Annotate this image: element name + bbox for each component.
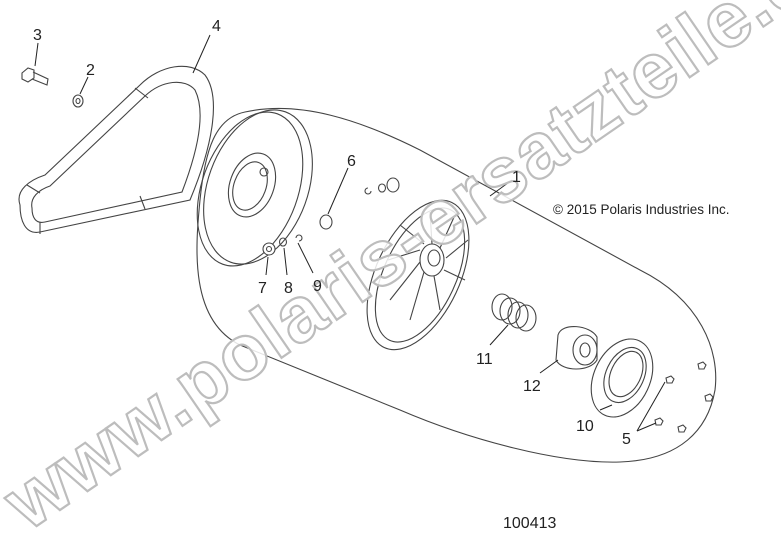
callout-11: 11 bbox=[476, 351, 493, 368]
callout-6: 6 bbox=[347, 153, 356, 170]
clip-part-9 bbox=[295, 234, 303, 242]
callout-4: 4 bbox=[212, 18, 221, 35]
callout-9: 9 bbox=[313, 278, 322, 295]
callout-12: 12 bbox=[523, 378, 541, 395]
bushing-part-7 bbox=[262, 242, 276, 256]
figure-number: 100413 bbox=[503, 515, 556, 532]
leader-lines bbox=[34, 34, 666, 432]
bolt-part-3 bbox=[21, 67, 49, 86]
callout-5: 5 bbox=[622, 431, 631, 448]
clutch-cover bbox=[196, 107, 717, 463]
washer-part-2 bbox=[72, 94, 84, 108]
callout-3: 3 bbox=[33, 27, 42, 44]
washer-part-6 bbox=[319, 214, 333, 230]
cover-plate-part-10 bbox=[590, 338, 654, 418]
callout-8: 8 bbox=[284, 280, 293, 297]
washer-part-8 bbox=[278, 237, 288, 247]
spring-part-11 bbox=[491, 293, 537, 332]
sheave-disc bbox=[196, 109, 313, 267]
copyright-notice: © 2015 Polaris Industries Inc. bbox=[553, 202, 730, 217]
screws-part-5 bbox=[654, 361, 714, 433]
callout-1: 1 bbox=[512, 169, 521, 186]
drive-belt bbox=[18, 65, 214, 234]
callout-7: 7 bbox=[258, 280, 267, 297]
callout-2: 2 bbox=[86, 62, 95, 79]
clutch-spider bbox=[366, 199, 470, 351]
bushing-part-12 bbox=[555, 326, 598, 370]
callout-10: 10 bbox=[576, 418, 594, 435]
